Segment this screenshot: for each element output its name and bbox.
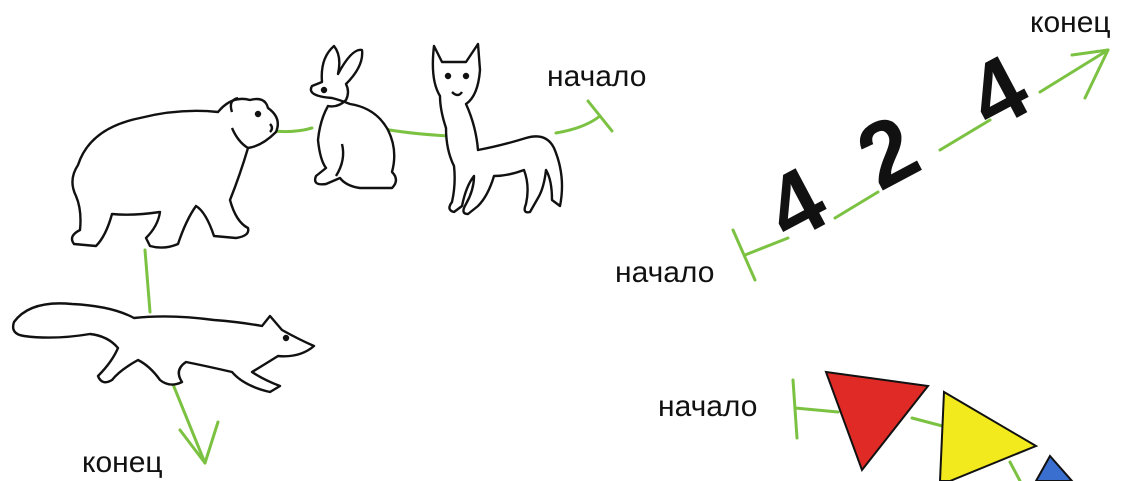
number-chain-digits: 4 2 4 (750, 36, 1045, 262)
animal-chain-start-label: начало (547, 60, 647, 93)
yellow-triangle (938, 390, 1039, 481)
number-chain-start-label: начало (615, 256, 715, 289)
wolf-icon (431, 42, 564, 216)
bear-icon (70, 96, 279, 249)
fox-icon (11, 302, 316, 394)
number-chain-end-label: конец (1030, 6, 1111, 39)
number-chain-lines (731, 48, 1110, 282)
digit-1: 4 (750, 148, 843, 262)
shape-chain-start-label: начало (658, 390, 758, 423)
digit-2: 2 (842, 96, 935, 210)
blue-triangle (1034, 454, 1074, 481)
hare-icon (309, 44, 398, 190)
animal-chain-end-label: конец (82, 446, 163, 479)
digit-3: 4 (952, 36, 1045, 150)
shape-chain-triangles (824, 370, 1074, 481)
red-triangle (824, 370, 930, 473)
